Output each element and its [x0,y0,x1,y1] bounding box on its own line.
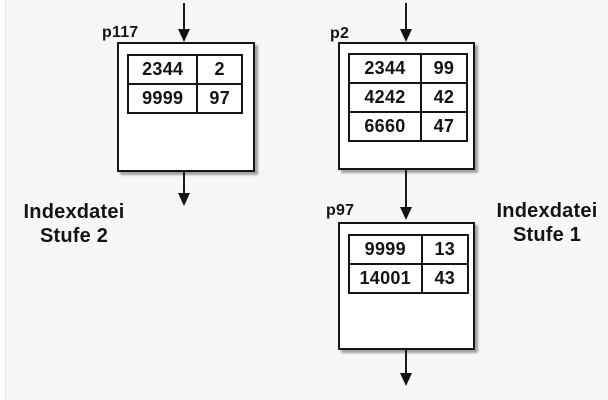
table-row: 9999 13 [350,236,467,263]
index-table-p117: 2344 2 9999 97 [127,54,243,114]
arrow-p2-to-p97 [400,170,412,221]
key-cell: 2344 [129,56,199,83]
page-edge-divider [0,0,6,400]
table-row: 9999 97 [129,83,241,112]
node-box-p97: 9999 13 14001 43 [338,222,475,350]
node-box-p117: 2344 2 9999 97 [117,42,255,172]
arrow-out-of-p97 [400,350,412,387]
caption-line: Indexdatei [23,201,125,223]
pointer-cell: 43 [434,268,456,288]
arrow-down-icon [400,207,412,220]
arrow-shaft [183,172,185,194]
arrow-top-into-p117 [178,3,190,43]
key-cell: 14001 [350,265,423,292]
table-row: 6660 47 [350,111,466,140]
table-row: 2344 2 [129,56,241,83]
node-box-p2: 2344 99 4242 42 6660 47 [338,42,475,170]
key-cell: 9999 [350,236,423,263]
node-label-p117: p117 [102,24,139,41]
pointer-cell: 99 [433,58,455,78]
pointer-cell: 42 [433,87,455,107]
key-cell: 2344 [350,55,422,82]
caption-line: Stufe 2 [39,225,109,247]
pointer-cell: 97 [209,88,231,108]
index-table-p2: 2344 99 4242 42 6660 47 [348,53,468,142]
arrow-shaft [183,3,185,30]
caption-line: Stufe 1 [512,224,582,246]
arrow-down-icon [178,193,190,206]
node-label-p2: p2 [330,25,350,42]
arrow-top-into-p2 [400,3,412,43]
node-label-p97: p97 [326,202,355,219]
table-row: 14001 43 [350,263,467,292]
arrow-down-icon [400,29,412,42]
index-table-p97: 9999 13 14001 43 [348,234,469,294]
arrow-down-icon [178,29,190,42]
key-cell: 6660 [350,113,422,140]
caption-line: Indexdatei [496,200,598,222]
key-cell: 4242 [350,84,422,111]
table-row: 4242 42 [350,82,466,111]
arrow-shaft [405,170,407,208]
pointer-cell: 2 [214,59,225,79]
pointer-cell: 13 [434,239,456,259]
pointer-cell: 47 [433,116,455,136]
key-cell: 9999 [129,85,199,112]
caption-indexdatei-stufe-1: Indexdatei Stufe 1 [489,199,605,247]
arrow-shaft [405,3,407,30]
caption-indexdatei-stufe-2: Indexdatei Stufe 2 [16,200,132,248]
table-row: 2344 99 [350,55,466,82]
arrow-out-of-p117 [178,172,190,207]
arrow-down-icon [400,373,412,386]
arrow-shaft [405,350,407,374]
